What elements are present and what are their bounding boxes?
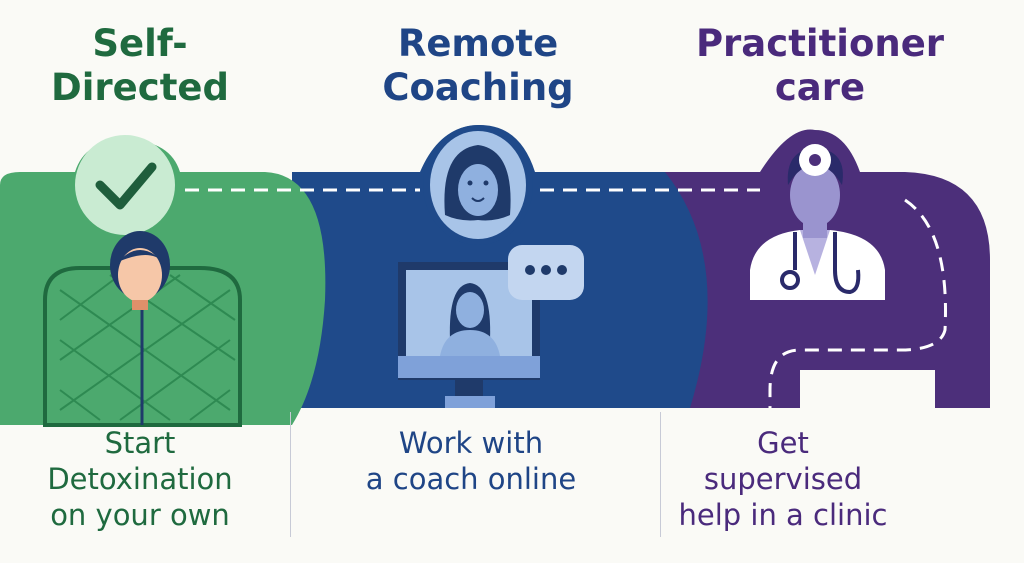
title-line: Remote	[397, 22, 559, 65]
title-line: Coaching	[382, 66, 574, 109]
checkmark-badge	[75, 135, 175, 235]
title-line: Practitioner	[695, 22, 945, 65]
video-call-icon	[398, 245, 584, 408]
doctor-icon	[750, 144, 885, 300]
title-self-directed: Self- Directed	[0, 22, 300, 110]
coach-avatar	[423, 125, 533, 245]
dashed-path	[185, 188, 947, 408]
person-blanket-icon	[43, 231, 242, 427]
caption-practitioner-care: Get supervised help in a clinic	[618, 425, 948, 533]
caption-line: help in a clinic	[678, 498, 888, 532]
title-practitioner-care: Practitioner care	[660, 22, 980, 110]
title-line: Self-	[92, 22, 188, 65]
caption-line: Get	[757, 426, 809, 460]
title-line: Directed	[51, 66, 229, 109]
column-divider	[660, 412, 661, 537]
caption-line: Detoxination	[47, 462, 233, 496]
caption-line: on your own	[50, 498, 230, 532]
caption-line: Start	[104, 426, 176, 460]
caption-self-directed: Start Detoxination on your own	[0, 425, 305, 533]
title-remote-coaching: Remote Coaching	[318, 22, 638, 110]
caption-line: Work with	[398, 426, 544, 460]
checkmark-icon	[95, 162, 157, 210]
caption-line: supervised	[703, 462, 863, 496]
caption-line: a coach online	[365, 462, 577, 496]
column-divider	[290, 412, 291, 537]
caption-remote-coaching: Work with a coach online	[306, 425, 636, 497]
title-line: care	[774, 66, 866, 109]
